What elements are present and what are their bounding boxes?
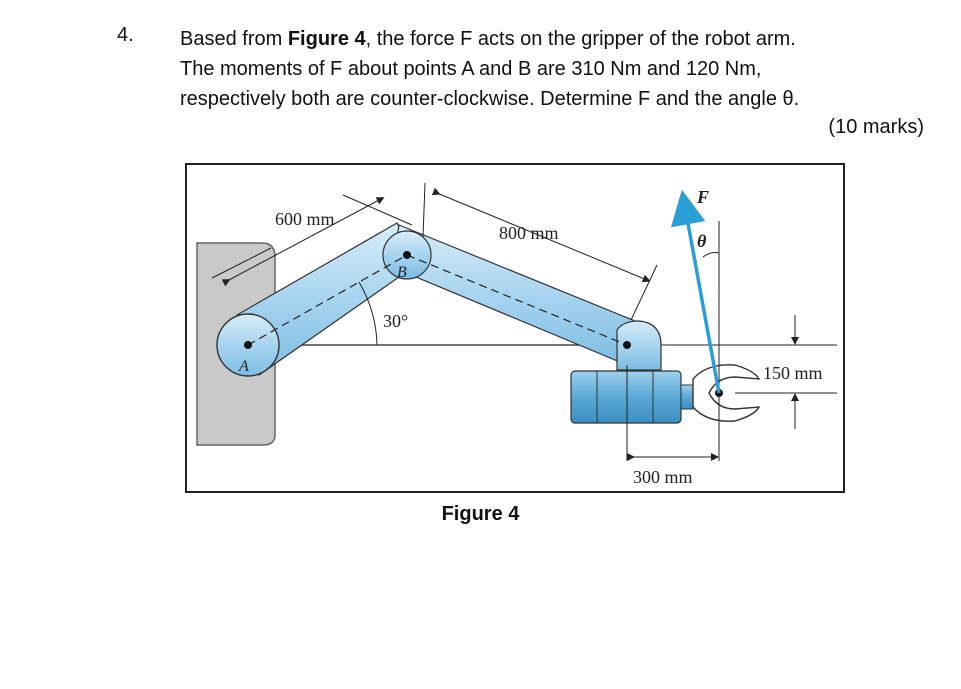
gripper-neck: [680, 384, 694, 410]
question-line3: respectively both are counter-clockwise.…: [180, 88, 800, 110]
label-30deg: 30°: [383, 311, 408, 331]
figure-caption: Figure 4: [441, 503, 520, 525]
label-600mm: 600 mm: [275, 209, 335, 229]
label-800mm: 800 mm: [499, 223, 559, 243]
label-theta: θ: [697, 231, 707, 251]
force-f-arrow: [670, 189, 721, 394]
gripper-body: [570, 370, 682, 424]
centerline-ab: [247, 254, 408, 346]
point-a-dot: [244, 341, 252, 349]
question-line1-rest: , the force F acts on the gripper of the…: [365, 28, 796, 50]
link-bc: [391, 224, 646, 366]
figure-4-box: 600 mm 800 mm 150 mm 300 mm 30° A B F θ: [185, 163, 845, 493]
question-intro: Based from: [180, 28, 288, 50]
label-300mm: 300 mm: [633, 467, 693, 487]
question-line2: The moments of F about points A and B ar…: [180, 58, 762, 80]
label-force-f: F: [696, 187, 709, 207]
label-point-a: A: [238, 358, 249, 375]
theta-arc: [702, 252, 720, 258]
point-b-dot: [403, 251, 411, 259]
elbow-block: [616, 320, 662, 371]
point-c-dot: [623, 341, 631, 349]
marks-label: (10 marks): [828, 116, 924, 138]
label-point-b: B: [397, 264, 407, 281]
question-text: Based from Figure 4, the force F acts on…: [180, 24, 925, 114]
question-number: 4.: [117, 24, 134, 46]
gripper-jaws: [692, 364, 761, 422]
figure-reference: Figure 4: [287, 28, 366, 50]
robot-arm-diagram: 600 mm 800 mm 150 mm 300 mm 30° A B F θ: [196, 182, 837, 487]
label-150mm: 150 mm: [763, 363, 823, 383]
